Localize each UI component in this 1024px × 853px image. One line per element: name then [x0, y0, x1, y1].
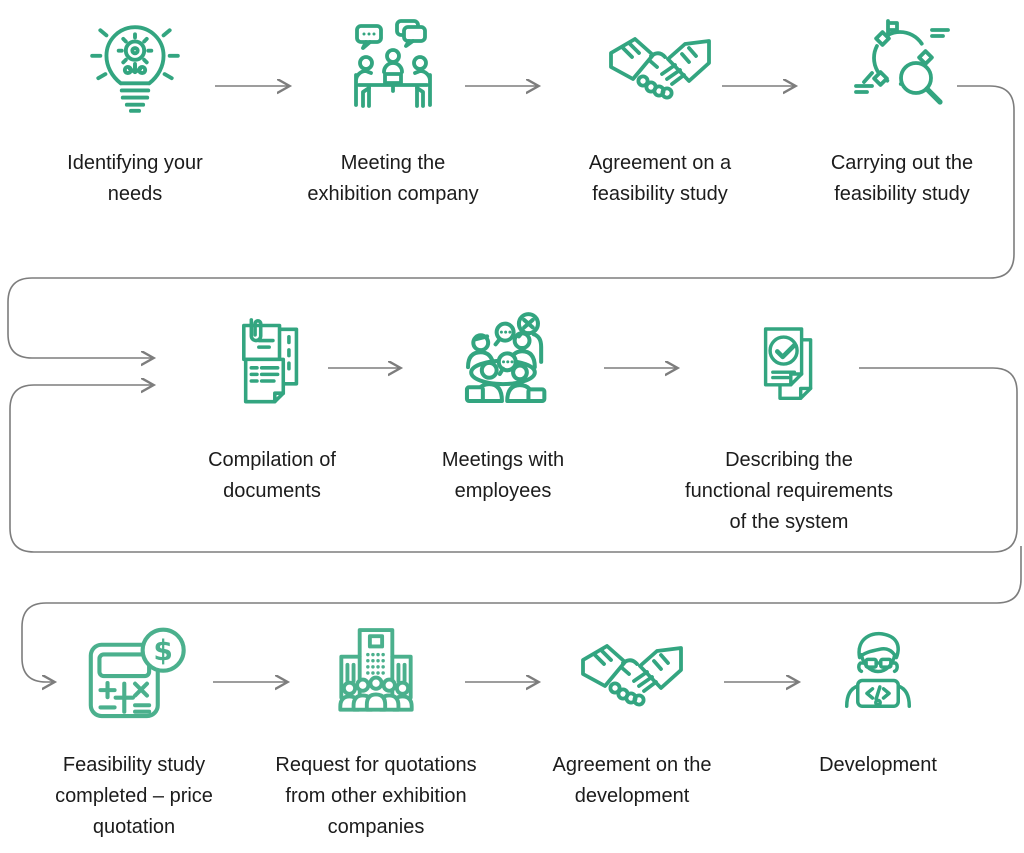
developer-laptop-icon: [832, 618, 924, 732]
step-label: Development: [819, 754, 937, 776]
step-label: Meeting the exhibition company: [307, 152, 479, 205]
step-meeting-the-exhibition-company: Meeting the exhibition company: [273, 12, 513, 210]
step-describing-functional-requirements: Describing the functional requirements o…: [659, 305, 919, 538]
document-checkmark-icon: [744, 305, 834, 425]
research-magnifier-process-icon: [852, 12, 952, 124]
step-label: Request for quotations from other exhibi…: [275, 754, 477, 838]
step-request-for-quotations-other-companies: Request for quotations from other exhibi…: [258, 618, 494, 843]
step-label: Identifying your needs: [67, 152, 203, 205]
step-identifying-your-needs: Identifying your needs: [35, 12, 235, 210]
step-label: Compilation of documents: [208, 449, 336, 502]
step-label: Agreement on the development: [552, 754, 712, 807]
step-label: Agreement on a feasibility study: [588, 152, 732, 205]
building-crowd-icon: [325, 618, 427, 732]
svg-text:$: $: [153, 634, 173, 667]
step-label: Describing the functional requirements o…: [685, 449, 893, 533]
step-agreement-on-a-feasibility-study: Agreement on a feasibility study: [545, 12, 775, 210]
step-agreement-on-the-development: Agreement on the development: [517, 618, 747, 812]
step-label: Feasibility study completed – price quot…: [55, 754, 213, 838]
step-meetings-with-employees: Meetings with employees: [398, 305, 608, 507]
handshake-icon: [577, 618, 687, 732]
step-compilation-of-documents: Compilation of documents: [167, 305, 377, 507]
documents-paperclip-icon: [225, 305, 319, 425]
roundtable-discussion-icon: [450, 305, 556, 425]
step-carrying-out-the-feasibility-study: Carrying out the feasibility study: [787, 12, 1017, 210]
calculator-dollar-icon: $: [80, 618, 188, 732]
step-label: Carrying out the feasibility study: [830, 152, 974, 205]
idea-lightbulb-gear-icon: [84, 12, 186, 124]
step-feasibility-study-completed-price-quotation: $ Feasibility study completed – price qu…: [28, 618, 240, 843]
handshake-icon: [605, 12, 715, 124]
meeting-table-chat-icon: [337, 12, 449, 124]
step-development: Development: [778, 618, 978, 781]
step-label: Meetings with employees: [441, 449, 565, 502]
